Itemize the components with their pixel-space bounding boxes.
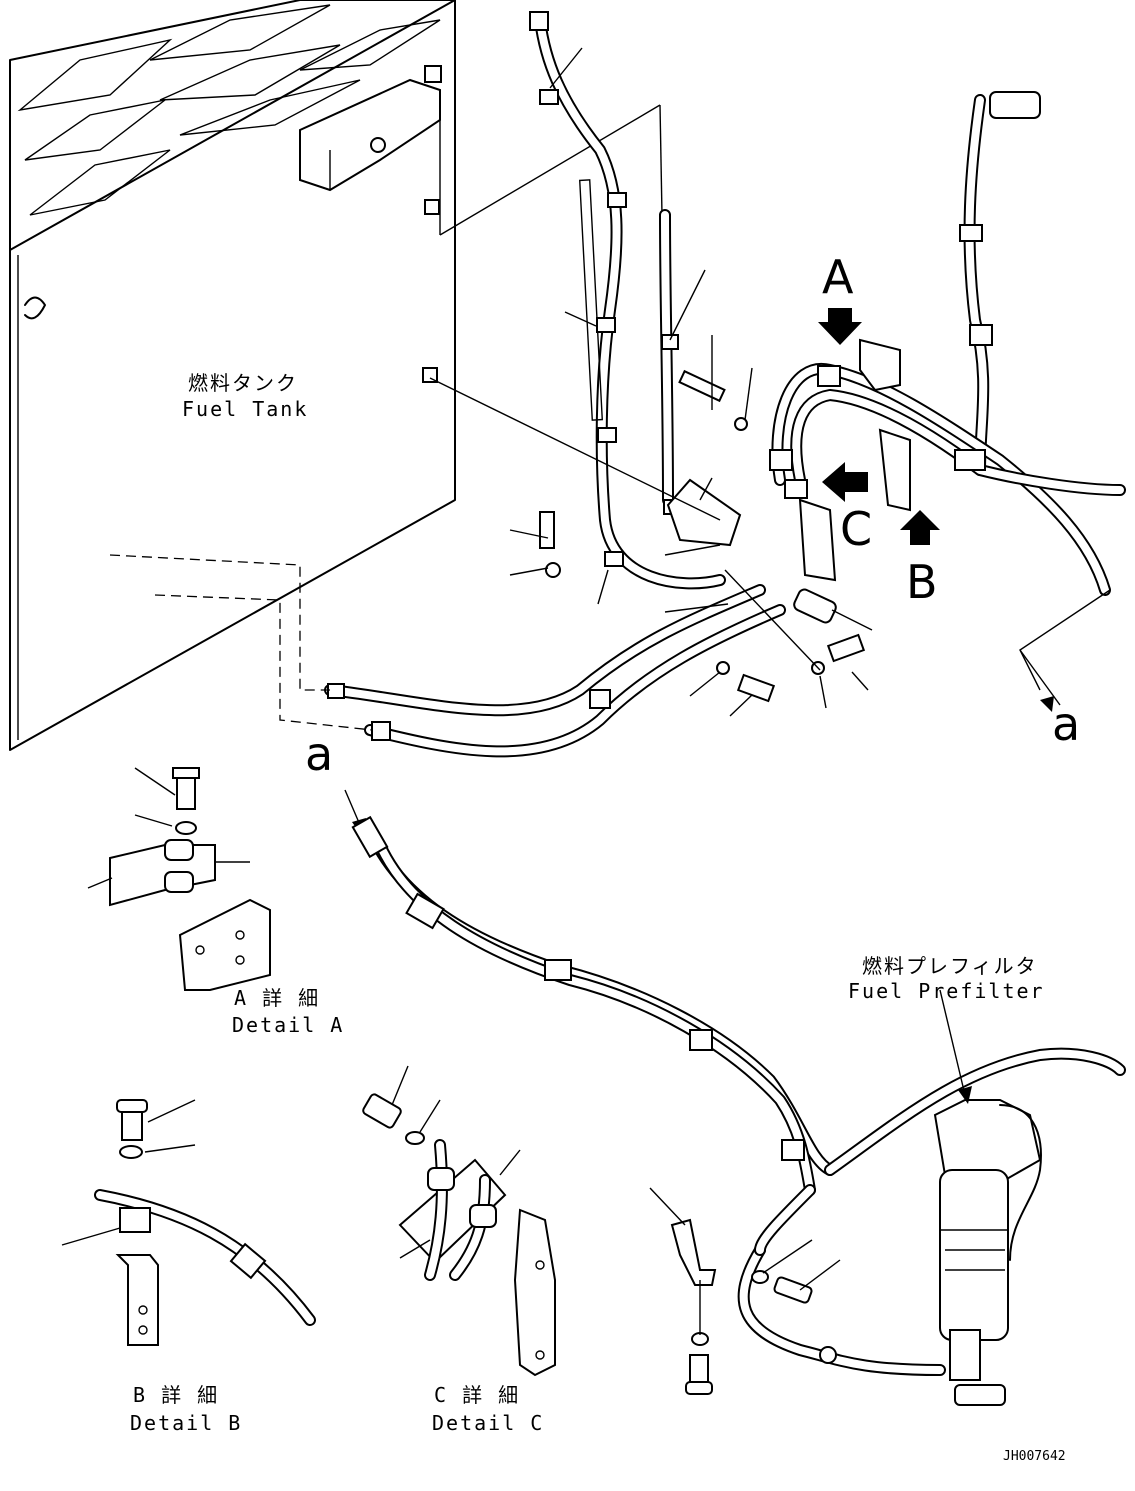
detail-a-drawing xyxy=(87,767,271,991)
detail-a-label-en: Detail A xyxy=(232,1013,344,1037)
fuel-tank xyxy=(9,0,663,751)
main-hose-bundle xyxy=(109,554,786,758)
drawing-number: JH007642 xyxy=(1003,1449,1066,1464)
detail-b-label-jp: B 詳 細 xyxy=(133,1383,219,1407)
right-hose-assembly xyxy=(429,91,1126,706)
top-hose-assembly xyxy=(529,11,726,590)
detail-b-drawing xyxy=(61,1099,316,1346)
fuel-tank-label-jp: 燃料タンク xyxy=(188,371,298,395)
view-arrows xyxy=(344,308,1054,836)
detail-c-label-jp: C 詳 細 xyxy=(434,1383,520,1407)
prefilter-label-en: Fuel Prefilter xyxy=(848,979,1045,1003)
fuel-prefilter xyxy=(819,989,1042,1406)
prefilter-label-jp: 燃料プレフィルタ xyxy=(862,954,1038,978)
view-c-marker: C xyxy=(840,502,872,556)
lower-bracket-parts xyxy=(649,1187,841,1395)
ref-a-upper: a xyxy=(305,727,333,781)
long-hose-to-prefilter xyxy=(351,815,1126,1376)
detail-a-label-jp: A 詳 細 xyxy=(234,986,320,1010)
detail-c-drawing xyxy=(362,1065,556,1377)
fuel-tank-label-en: Fuel Tank xyxy=(182,397,308,421)
leader-lines xyxy=(509,47,873,717)
view-a-marker: A xyxy=(822,250,854,304)
detail-b-label-en: Detail B xyxy=(130,1411,242,1435)
ref-a-lower: a xyxy=(1052,697,1080,751)
diagram-labels: 燃料タンク Fuel Tank 燃料プレフィルタ Fuel Prefilter … xyxy=(130,250,1080,1464)
view-b-marker: B xyxy=(906,555,938,609)
detail-c-label-en: Detail C xyxy=(432,1411,544,1435)
